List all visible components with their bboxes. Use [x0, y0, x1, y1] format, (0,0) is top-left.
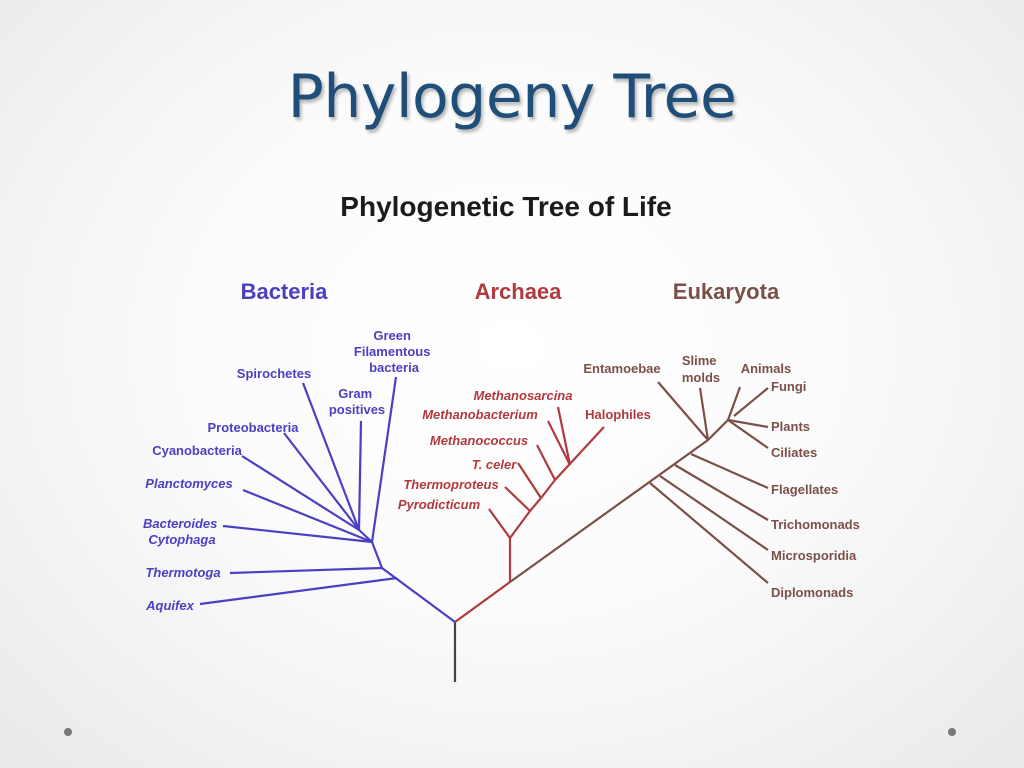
label-bacteroides-cytophaga: Bacteroides Cytophaga	[143, 516, 221, 547]
domain-eukaryota: Eukaryota	[673, 279, 780, 304]
label-spirochetes: Spirochetes	[237, 366, 311, 381]
label-animals: Animals	[741, 361, 792, 376]
label-methanococcus: Methanococcus	[430, 433, 528, 448]
label-pyrodicticum: Pyrodicticum	[398, 497, 481, 512]
label-thermotoga: Thermotoga	[145, 565, 220, 580]
label-entamoebae: Entamoebae	[583, 361, 660, 376]
label-diplomonads: Diplomonads	[771, 585, 853, 600]
label-proteobacteria: Proteobacteria	[207, 420, 299, 435]
label-plants: Plants	[771, 419, 810, 434]
label-trichomonads: Trichomonads	[771, 517, 860, 532]
label-ciliates: Ciliates	[771, 445, 817, 460]
slide-decoration-dot-right	[948, 728, 956, 736]
label-methanobacterium: Methanobacterium	[422, 407, 538, 422]
label-microsporidia: Microsporidia	[771, 548, 857, 563]
label-cyanobacteria: Cyanobacteria	[152, 443, 242, 458]
label-planctomyces: Planctomyces	[145, 476, 232, 491]
label-fungi: Fungi	[771, 379, 806, 394]
bacteria-branches	[199, 376, 456, 623]
label-gram-positives: Gram positives	[329, 386, 385, 417]
domain-archaea: Archaea	[475, 279, 563, 304]
label-flagellates: Flagellates	[771, 482, 838, 497]
domain-bacteria: Bacteria	[241, 279, 329, 304]
label-t-celer: T. celer	[472, 457, 518, 472]
slide-decoration-dot-left	[64, 728, 72, 736]
label-halophiles: Halophiles	[585, 407, 651, 422]
label-aquifex: Aquifex	[145, 598, 194, 613]
label-green-filamentous-bacteria: Green Filamentous bacteria	[354, 328, 434, 375]
label-slime-molds: Slime molds	[682, 353, 720, 385]
slide-title: Phylogeny Tree	[287, 62, 737, 132]
label-thermoproteus: Thermoproteus	[403, 477, 498, 492]
archaea-branches	[454, 406, 605, 623]
label-methanosarcina: Methanosarcina	[474, 388, 573, 403]
diagram-title: Phylogenetic Tree of Life	[340, 191, 671, 222]
eukaryota-branches	[509, 381, 769, 584]
